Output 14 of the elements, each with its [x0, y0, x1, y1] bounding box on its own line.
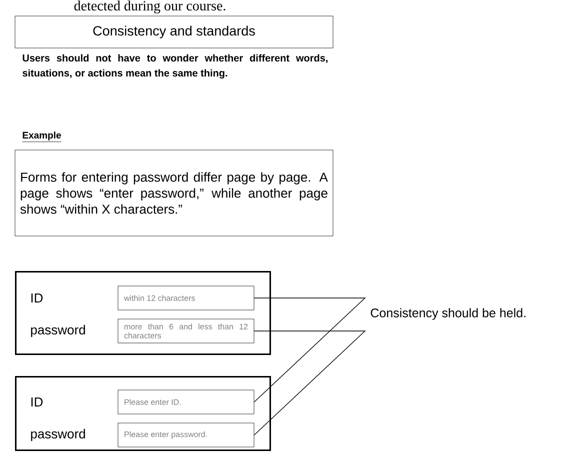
field-label: ID	[31, 398, 43, 406]
leader-line	[254, 298, 366, 402]
input-field: within 12 characters	[118, 286, 254, 310]
input-field: more than 6 and less than 12 characters	[118, 318, 254, 344]
example-heading: Example	[22, 132, 62, 142]
input-field: Please enter password.	[118, 422, 254, 448]
example-box: Forms for entering password differ page by page. A page shows “enter password,” while another page shows “within X characters.”	[14, 150, 334, 236]
title-box: Consistency and standards	[14, 16, 334, 48]
input-field: Please enter ID.	[118, 390, 254, 414]
leader-line	[254, 330, 366, 436]
field-label: ID	[31, 294, 43, 302]
field-label: password	[31, 324, 85, 338]
field-label: password	[31, 428, 85, 442]
note-text: Consistency should be held.	[370, 308, 526, 320]
